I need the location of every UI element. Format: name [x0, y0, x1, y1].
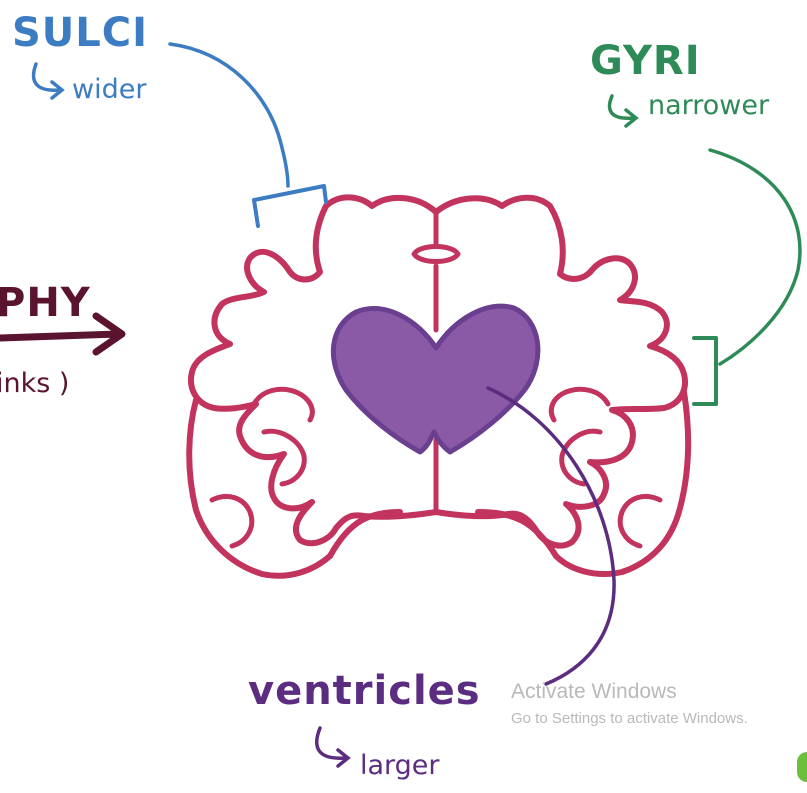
- hook-arrow-icon: [610, 96, 636, 126]
- atrophy-title: PHY: [0, 280, 91, 326]
- inner-fold-left-3: [212, 496, 252, 546]
- tray-badge-icon: [797, 752, 807, 782]
- gyri-annotation: GYRI narrower: [590, 38, 800, 404]
- ventricles-title: ventricles: [248, 668, 481, 714]
- watermark-subtitle: Go to Settings to activate Windows.: [511, 710, 748, 727]
- inner-fold-right-3: [620, 496, 660, 546]
- hook-arrow-icon: [317, 728, 348, 766]
- atrophy-sub: inks ): [0, 368, 69, 399]
- hook-arrow-icon: [34, 64, 62, 98]
- sulci-title: SULCI: [12, 10, 148, 56]
- gyri-title: GYRI: [590, 38, 701, 84]
- sulci-bracket: [254, 186, 326, 226]
- brain-lower-left: [189, 400, 330, 576]
- ventricles-sub: larger: [360, 750, 440, 781]
- sulci-sub: wider: [72, 74, 147, 105]
- gyri-sub: narrower: [648, 90, 770, 121]
- brain-base: [330, 512, 556, 556]
- atrophy-annotation: PHY inks ): [0, 280, 122, 399]
- watermark-title: Activate Windows: [511, 680, 677, 704]
- inner-fold-right-1: [551, 389, 608, 420]
- inner-fold-left-1: [254, 389, 312, 420]
- gyri-pointer-line: [710, 150, 800, 364]
- sulci-pointer-line: [170, 44, 288, 186]
- gyri-bracket: [694, 338, 716, 404]
- sulci-annotation: SULCI wider: [12, 10, 326, 226]
- midline-bump: [414, 247, 458, 262]
